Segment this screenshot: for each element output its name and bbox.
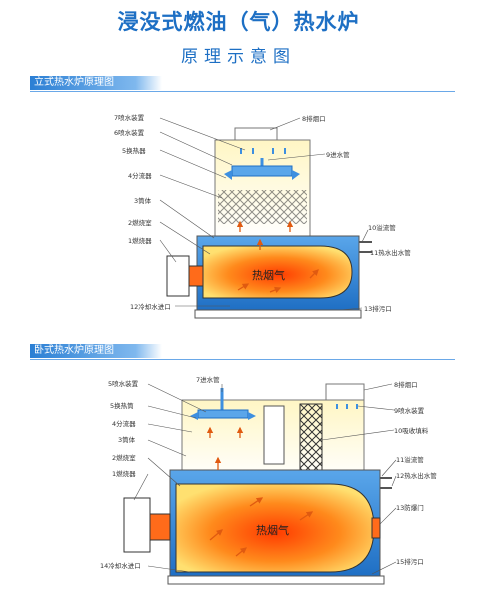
vertical-label-9: 9进水管 — [326, 150, 350, 159]
page-title: 浸没式燃油（气）热水炉 — [117, 10, 360, 34]
vertical-label-4: 4分流器 — [128, 171, 152, 180]
vertical-section-banner: 立式热水炉原理图 — [30, 76, 162, 90]
vertical-label-13: 13排污口 — [364, 304, 392, 313]
horizontal-label-10: 10吸收填料 — [394, 426, 429, 435]
vertical-label-11: 11热水出水管 — [370, 248, 411, 257]
horizontal-burner — [123, 497, 151, 553]
horizontal-baffle — [263, 405, 285, 465]
horizontal-label-11: 11溢流管 — [396, 455, 424, 464]
horizontal-section-banner: 卧式热水炉原理图 — [30, 344, 162, 358]
horizontal-label-5b: 5换热筒 — [110, 401, 134, 410]
page-subtitle: 原理示意图 — [181, 47, 296, 67]
vertical-label-5: 5换热器 — [122, 146, 146, 155]
horizontal-label-8: 8排烟口 — [394, 380, 418, 389]
vertical-spray-header — [231, 165, 293, 177]
divider — [30, 359, 455, 360]
horizontal-label-12: 12热水出水管 — [396, 471, 437, 480]
horizontal-label-14: 14冷却水进口 — [100, 561, 141, 570]
horizontal-boiler: 热烟气 — [123, 383, 392, 585]
horizontal-spray-header — [197, 409, 249, 419]
vertical-heat-exchanger — [218, 190, 307, 224]
vertical-label-6: 6喷水装置 — [114, 128, 145, 137]
vertical-boiler: 热烟气 — [166, 127, 372, 319]
vertical-combustion-chamber — [202, 245, 353, 299]
horizontal-leaders — [133, 383, 397, 575]
vertical-label-12: 12冷却水进口 — [130, 302, 171, 311]
vertical-label-1: 1燃烧器 — [128, 236, 152, 245]
vertical-label-2: 2燃烧室 — [128, 218, 152, 227]
vertical-base — [194, 309, 362, 319]
horizontal-label-1: 1燃烧器 — [112, 469, 136, 478]
vertical-leaders — [159, 117, 369, 311]
vertical-label-8: 8排烟口 — [302, 114, 326, 123]
vertical-label-10: 10溢流管 — [368, 223, 396, 232]
vertical-label-3: 3筒体 — [134, 196, 152, 205]
horizontal-label-4: 4分流器 — [112, 419, 136, 428]
horizontal-label-3: 3筒体 — [118, 435, 136, 444]
vertical-hot-gas-label: 热烟气 — [252, 268, 285, 282]
horizontal-label-15: 15排污口 — [396, 557, 424, 566]
horizontal-label-7: 7进水管 — [196, 375, 220, 384]
horizontal-label-13: 13防爆门 — [396, 503, 424, 512]
horizontal-hot-gas-label: 热烟气 — [256, 523, 289, 537]
vertical-burner — [166, 255, 190, 297]
vertical-label-7: 7喷水装置 — [114, 113, 145, 122]
horizontal-explosion-door — [371, 517, 381, 539]
horizontal-label-5a: 5喷水装置 — [108, 379, 139, 388]
horizontal-label-9: 9喷水装置 — [394, 406, 425, 415]
divider — [30, 91, 455, 92]
horizontal-label-2: 2燃烧室 — [112, 453, 136, 462]
horizontal-base — [167, 575, 385, 585]
